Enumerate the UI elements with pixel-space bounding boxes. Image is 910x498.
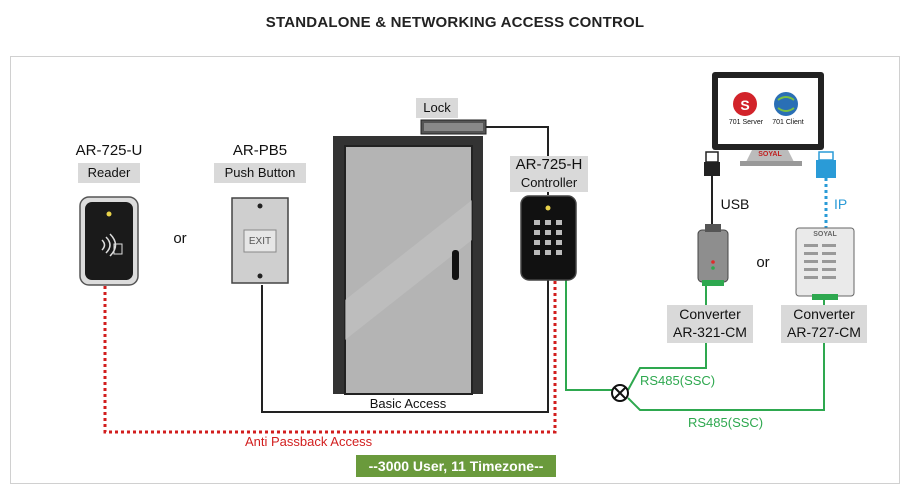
converter-1-label-box: Converter AR-321-CM [667, 305, 753, 343]
push-button-device [231, 197, 289, 284]
or-text-1: or [173, 230, 187, 247]
converter-2-device [795, 227, 855, 300]
basic-access-wire [261, 278, 549, 413]
lock-device [420, 119, 487, 135]
usb-plug [704, 151, 720, 176]
controller-device [520, 195, 577, 281]
lock-label: Lock [416, 98, 458, 118]
diagram-frame [10, 56, 900, 484]
reader-device [79, 196, 139, 286]
pc-brand: SOYAL [758, 151, 782, 158]
server-label: 701 Server [728, 119, 764, 126]
controller-role: Controller [520, 175, 578, 190]
pc-monitor: S [712, 72, 824, 166]
capacity-banner: --3000 User, 11 Timezone-- [356, 455, 556, 477]
controller-label-box: AR-725-H Controller [510, 156, 588, 192]
or-text-2: or [756, 254, 770, 271]
ip-label: IP [834, 196, 848, 212]
converter-2-label-box: Converter AR-727-CM [781, 305, 867, 343]
anti-passback-label: Anti Passback Access [245, 434, 373, 449]
rs485-wire-controller [565, 278, 612, 391]
usb-label: USB [720, 196, 750, 212]
converter-2-brand: SOYAL [813, 231, 837, 238]
push-button-role: Push Button [214, 163, 306, 183]
exit-button-label: EXIT [248, 236, 272, 247]
rs485-label-2: RS485(SSC) [688, 415, 764, 430]
ip-plug [816, 151, 836, 178]
converter-1-label: Converter [679, 306, 741, 322]
diagram-title: STANDALONE & NETWORKING ACCESS CONTROL [265, 14, 645, 31]
converter-1-model: AR-321-CM [673, 324, 747, 340]
push-button-model: AR-PB5 [232, 142, 288, 159]
converter-2-label: Converter [793, 306, 855, 322]
converter-2-model: AR-727-CM [787, 324, 861, 340]
rs485-junction-icon [611, 384, 629, 402]
rs485-label-1: RS485(SSC) [640, 373, 716, 388]
door [333, 136, 483, 395]
reader-role: Reader [78, 163, 140, 183]
reader-model: AR-725-U [75, 142, 143, 159]
client-label: 701 Client [772, 119, 804, 126]
converter-1-device [697, 224, 729, 286]
svg-text:S: S [740, 97, 749, 113]
rs485-wire-converter2 [627, 300, 825, 411]
controller-model: AR-725-H [515, 156, 583, 173]
basic-access-label: Basic Access [369, 396, 447, 411]
anti-passback-wire [103, 278, 557, 434]
